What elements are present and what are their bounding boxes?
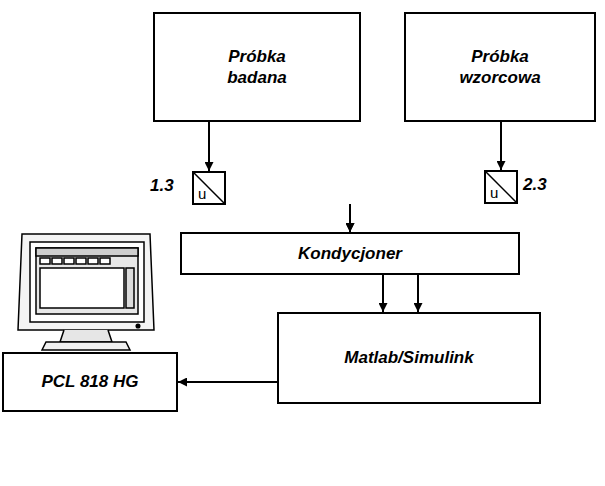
sample-box: Próbka badana: [153, 12, 361, 122]
signal-arrow: [382, 275, 384, 312]
signal-arrow: [178, 381, 277, 383]
box-label: Próbka wzorcowa: [435, 46, 565, 89]
conditioner-box: Kondycjoner: [180, 232, 520, 275]
callout-number: 2.3: [523, 175, 547, 195]
signal-arrow: [500, 122, 502, 170]
transducer-symbol: u: [484, 170, 518, 204]
daq-card-box: PCL 818 HG: [2, 352, 178, 412]
software-box: Matlab/Simulink: [277, 312, 541, 404]
signal-arrow: [208, 122, 210, 171]
callout-number: 1.3: [150, 176, 174, 196]
box-label: Matlab/Simulink: [344, 347, 473, 368]
signal-arrow: [349, 204, 351, 232]
signal-arrow: [349, 205, 351, 232]
transducer-label: u: [490, 185, 498, 200]
box-label: Kondycjoner: [298, 243, 402, 264]
transducer-symbol: u: [192, 171, 226, 205]
signal-arrow: [417, 275, 419, 312]
transducer-label: u: [198, 186, 206, 201]
sample-box: Próbka wzorcowa: [404, 12, 596, 122]
box-label: Próbka badana: [197, 46, 317, 89]
box-label: PCL 818 HG: [41, 371, 138, 392]
